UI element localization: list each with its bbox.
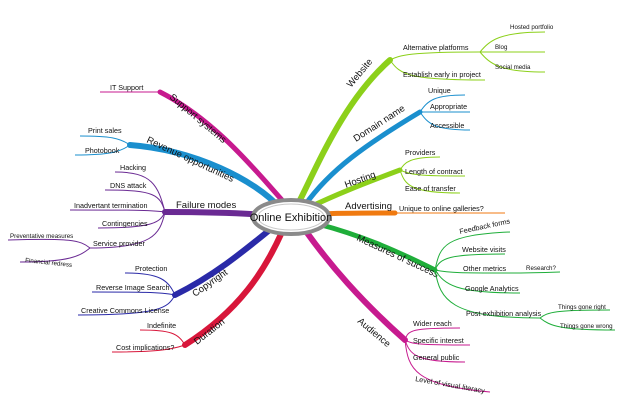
branch-failure-modes-label: Failure modes [176, 200, 236, 211]
node-establish-early: Establish early in project [403, 70, 481, 79]
node-feedback-forms: Feedback forms [459, 216, 512, 236]
node-blog: Blog [495, 44, 508, 51]
connector-service-provider [89, 211, 166, 249]
node-print-sales: Print sales [88, 126, 122, 135]
connector-google-analytics [434, 269, 521, 294]
node-general-public: General public [413, 353, 460, 362]
branch-website-label: Website [345, 57, 375, 90]
connector-things-gone-right [539, 309, 611, 319]
node-inadvertant-termination: Inadvertant termination [74, 201, 148, 210]
node-it-support: IT Support [110, 83, 143, 92]
node-photobook: Photobook [85, 146, 120, 155]
branch-revenue-opportunities-line [127, 142, 283, 211]
node-indefinite: Indefinite [147, 321, 176, 330]
node-protection: Protection [135, 264, 167, 273]
branch-support-systems-line [157, 89, 285, 203]
connector-feedback-forms [434, 231, 511, 271]
node-appropriate: Appropriate [430, 102, 467, 111]
connector-general-public [404, 339, 466, 363]
connector-preventative-measures [7, 238, 91, 249]
node-ease-of-transfer: Ease of transfer [405, 184, 456, 193]
connector-accessible [419, 111, 471, 131]
connector-hosted-portfolio [479, 31, 546, 53]
node-things-gone-wrong: Things gone wrong [560, 323, 613, 330]
connector-ease-of-transfer [399, 169, 461, 194]
connector-creative-commons [77, 294, 176, 316]
branch-support-systems-label: Support systems [167, 92, 228, 146]
connector-photobook [74, 144, 131, 156]
node-service-provider: Service provider [93, 239, 146, 248]
node-visual-literacy: Level of visual literacy [415, 374, 486, 395]
node-unique: Unique [428, 86, 451, 95]
connector-post-exhibition [434, 269, 541, 319]
connector-reverse-image-search [91, 291, 176, 296]
branch-domain-name-line [302, 109, 423, 208]
node-dns-attack: DNS attack [110, 181, 147, 190]
connector-financial-redress [19, 247, 91, 263]
branch-measures-of-success-line [315, 221, 438, 273]
connector-social-media [479, 51, 546, 73]
node-things-gone-right: Things gone right [558, 304, 606, 311]
branch-duration-line [182, 229, 285, 348]
connector-dns-attack [104, 189, 166, 213]
node-financial-redress: Financial redress [25, 257, 73, 269]
connector-inadvertant-termination [69, 209, 166, 213]
node-other-metrics: Other metrics [463, 264, 507, 273]
central-node-label: Online Exhibition [250, 212, 333, 224]
connector-alternative-platforms [389, 51, 481, 61]
node-alternative-platforms: Alternative platforms [403, 43, 469, 52]
node-reverse-image-search: Reverse Image Search [96, 283, 170, 292]
branch-copyright-line [172, 225, 275, 298]
connector-print-sales [79, 135, 131, 146]
connector-website-visits [434, 253, 506, 271]
branch-website-line [297, 57, 393, 203]
node-accessible: Accessible [430, 121, 464, 130]
node-providers: Providers [405, 148, 436, 157]
connector-establish-early [389, 59, 486, 81]
connector-indefinite [139, 329, 186, 346]
connector-specific-interest [404, 339, 471, 346]
node-contingencies: Contingencies [102, 219, 148, 228]
branch-measures-of-success: Measures of success Feedback forms Websi… [315, 216, 616, 331]
node-preventative-measures: Preventative measures [10, 233, 73, 240]
node-length-of-contract: Length of contract [405, 167, 463, 176]
connector-providers [399, 156, 441, 171]
branch-advertising: Advertising Unique to online galleries? [317, 201, 505, 217]
connector-hacking [114, 171, 166, 213]
branch-audience-line [302, 227, 408, 343]
connector-length-of-contract [399, 169, 466, 177]
node-google-analytics: Google Analytics [465, 284, 519, 293]
connector-contingencies [97, 211, 166, 229]
node-research: Research? [526, 265, 556, 272]
node-cost-implications: Cost implications? [116, 343, 174, 352]
node-post-exhibition: Post-exhibition analysis [466, 309, 542, 318]
node-social-media: Social media [495, 64, 531, 71]
connector-cost-implications [111, 344, 186, 353]
node-website-visits: Website visits [462, 245, 506, 254]
branch-advertising-label: Advertising [345, 201, 392, 212]
node-creative-commons: Creative Commons License [81, 306, 169, 315]
node-wider-reach: Wider reach [413, 319, 452, 328]
connector-things-gone-wrong [539, 317, 616, 331]
node-specific-interest: Specific interest [413, 336, 464, 345]
node-unique-to-online: Unique to online galleries? [399, 204, 484, 213]
connector-protection [124, 272, 176, 296]
connector-other-metrics [434, 269, 511, 274]
node-hacking: Hacking [120, 163, 146, 172]
branch-measures-of-success-label: Measures of success [355, 233, 441, 281]
branch-duration-label: Duration [192, 317, 227, 348]
connector-wider-reach [404, 327, 461, 341]
central-node-ring [251, 198, 331, 236]
connector-research [509, 271, 561, 274]
node-hosted-portfolio: Hosted portfolio [510, 24, 554, 31]
central-node: Online Exhibition [250, 198, 333, 236]
connector-visual-literacy [404, 339, 491, 393]
central-node-ring-inner [257, 203, 325, 231]
connector-unique [419, 94, 466, 113]
